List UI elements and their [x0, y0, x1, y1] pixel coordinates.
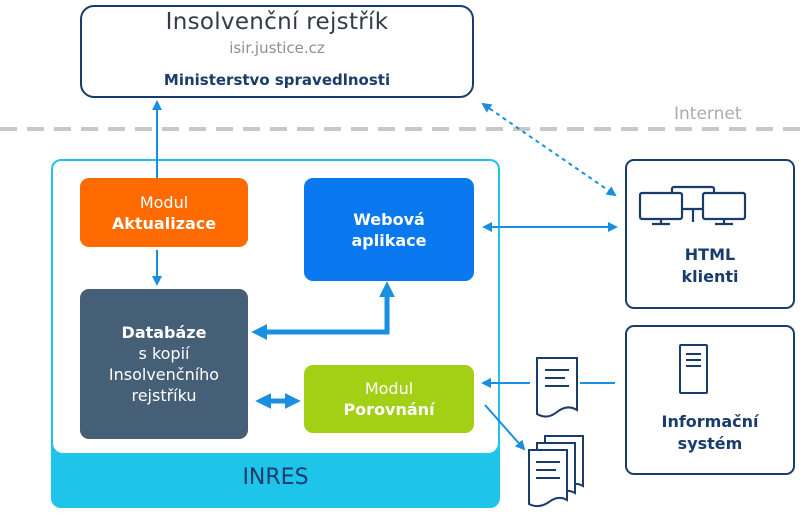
html-clients-line2: klienti: [681, 267, 739, 286]
document-icon: [536, 357, 578, 418]
insolvency-register-title: Insolvenční rejstřík: [165, 9, 389, 35]
information-system-line2: systém: [677, 434, 743, 453]
information-system-box: [625, 325, 795, 475]
html-clients-box: [625, 159, 795, 309]
insolvency-register-url: isir.justice.cz: [229, 39, 325, 57]
module-db-line2: s kopií: [138, 344, 190, 363]
documents-stack-icon: [528, 435, 584, 508]
module-db-line4: rejstříku: [131, 386, 197, 405]
module-web-line2: aplikace: [351, 230, 427, 250]
module-aktualizace-line2: Aktualizace: [111, 213, 217, 233]
arrow-register-html-clients: [481, 102, 617, 197]
module-db-line1: Databáze: [121, 323, 207, 342]
internet-label: Internet: [674, 104, 742, 124]
html-clients-line1: HTML: [684, 245, 736, 264]
module-database: Databáze s kopií Insolvenčního rejstříku: [80, 289, 248, 439]
server-icon: [679, 344, 708, 394]
module-aktualizace-line1: Modul: [139, 192, 189, 212]
inres-label: INRES: [242, 465, 309, 490]
module-porovnani: Modul Porovnání: [304, 365, 474, 433]
information-system-label: Informační systém: [625, 411, 795, 455]
module-aktualizace: Modul Aktualizace: [80, 178, 248, 247]
ministry-label: Ministerstvo spravedlnosti: [163, 71, 391, 89]
module-web-application: Webová aplikace: [304, 178, 474, 281]
information-system-line1: Informační: [661, 412, 759, 431]
module-porovnani-line2: Porovnání: [343, 400, 435, 419]
html-clients-label: HTML klienti: [625, 244, 795, 288]
module-db-line3: Insolvenčního: [108, 365, 220, 384]
module-web-line1: Webová: [353, 209, 425, 229]
module-porovnani-line1: Modul: [364, 379, 414, 398]
monitors-icon: [638, 185, 747, 226]
arrow-porovnani-to-output: [484, 404, 526, 451]
arrow-database-web: [251, 281, 396, 341]
insolvency-register-box: [80, 5, 474, 98]
